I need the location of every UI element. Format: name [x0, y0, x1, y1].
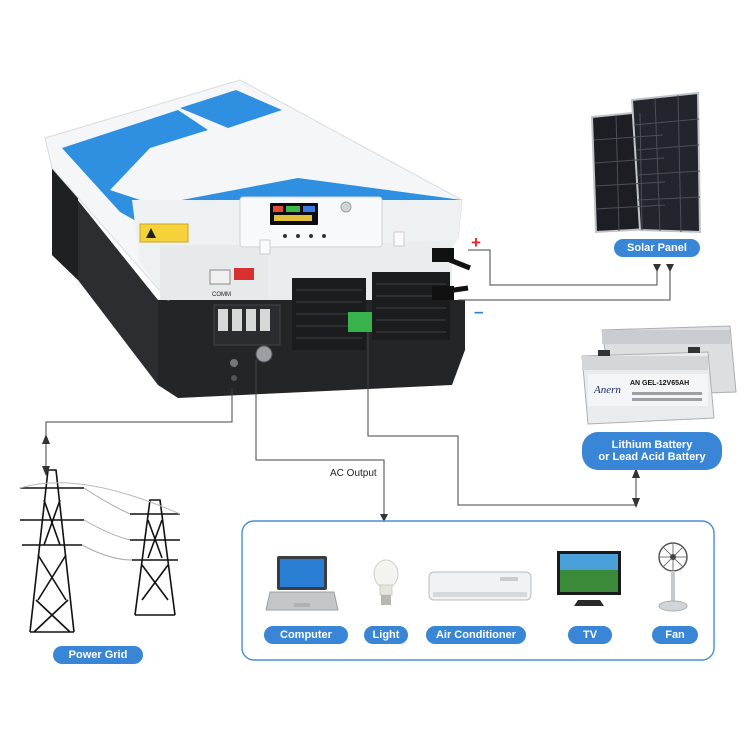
load-label-computer: Computer [264, 626, 348, 644]
battery-model-text: AN GEL-12V65AH [630, 380, 689, 387]
tv-icon [557, 551, 621, 606]
load-label-light: Light [364, 626, 408, 644]
load-label-tv: TV [568, 626, 612, 644]
load-label-fan: Fan [652, 626, 698, 644]
battery-label-line1: Lithium Battery [611, 439, 693, 451]
laptop-icon [265, 556, 339, 611]
minus-sign: – [474, 302, 483, 321]
light-bulb-icon [373, 559, 399, 605]
solar-panel-image [590, 91, 702, 234]
air-conditioner-icon [428, 571, 532, 601]
plus-sign: + [471, 233, 481, 252]
battery-brand-text: Anern [593, 384, 621, 396]
ac-output-label: AC Output [330, 468, 377, 479]
power-grid-image [19, 469, 181, 633]
solar-panel-label: Solar Panel [614, 239, 700, 257]
comm-port-label: COMM [212, 292, 231, 298]
power-grid-label: Power Grid [53, 646, 143, 664]
battery-label-line2: or Lead Acid Battery [598, 451, 706, 463]
battery-image: Anern AN GEL-12V65AH [581, 325, 737, 425]
battery-label: Lithium Battery or Lead Acid Battery [582, 432, 722, 470]
load-label-air-conditioner: Air Conditioner [426, 626, 526, 644]
arrowheads [42, 264, 674, 522]
inverter-unit [44, 79, 471, 398]
fan-icon [658, 542, 688, 612]
